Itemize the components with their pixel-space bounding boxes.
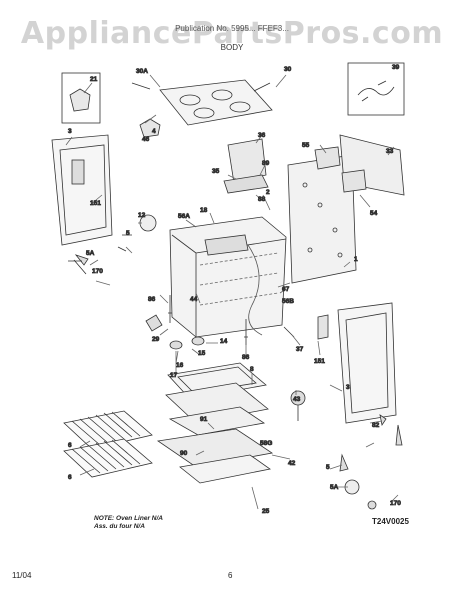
callout-91: 91 [200,416,208,423]
callout-170-top: 170 [92,268,103,275]
oven-bottom-panel [167,362,267,400]
callout-30: 30 [284,66,292,73]
wire-harness-39 [357,80,395,102]
top-support-panel [159,79,273,126]
section-title: BODY [220,43,244,52]
callout-58g: 58G [260,440,272,447]
callout-30a: 30A [136,68,148,75]
callout-90: 90 [180,450,188,457]
callout-3-bottom: 3 [346,384,350,391]
callout-43: 43 [293,396,301,403]
callout-15: 15 [198,350,206,357]
publication-date: 11/04 [12,571,32,580]
callout-1: 1 [354,256,358,263]
callout-6-bottom: 6 [68,474,72,481]
callout-151-top: 151 [90,200,101,207]
oven-liner-note: NOTE: Oven Liner N/A Ass. du four N/A [94,515,163,531]
note-line-2: Ass. du four N/A [94,523,145,530]
callout-5a-bottom: 5A [330,484,339,491]
callout-4: 4 [152,128,156,135]
callout-44: 44 [190,296,198,303]
callout-54: 54 [370,210,378,217]
callout-25: 25 [262,508,270,515]
callout-42: 42 [288,460,296,467]
callout-3-top: 3 [68,128,72,135]
callout-56b: 56B [282,298,294,305]
callout-86-right: 86 [242,354,250,361]
inset-box-21 [61,72,101,124]
callout-29: 29 [152,336,160,343]
callout-56a: 56A [178,213,190,220]
callout-151-bottom: 151 [314,358,325,365]
left-side-panel [51,134,113,246]
page-number: 6 [228,571,233,580]
diagram-code: T24V0025 [372,517,409,526]
drawer-bottom-25 [179,454,271,484]
callout-8: 8 [250,366,254,373]
callout-16: 16 [176,362,184,369]
callout-55: 55 [302,142,310,149]
callout-36: 36 [258,132,266,139]
callout-17: 17 [170,372,178,379]
callout-39: 39 [392,64,400,71]
oven-rack-lower [63,438,153,478]
inset-box-39 [347,62,405,116]
callout-21: 21 [90,76,98,83]
callout-82: 82 [372,422,380,429]
callout-14: 14 [220,338,228,345]
oven-cavity [169,216,287,338]
callout-89: 89 [262,160,270,167]
bracket-21-part [69,88,91,112]
exploded-body-diagram: 21 30A 30 39 3 4 46 36 55 33 89 35 88 15… [51,62,405,515]
callout-35: 35 [212,168,220,175]
callout-5-top: 5 [126,230,130,237]
oven-rack-upper [63,410,153,450]
callout-86-left: 86 [148,296,156,303]
callout-5a-top: 5A [86,250,95,257]
note-line-1: NOTE: Oven Liner N/A [94,515,163,522]
callout-5-bottom: 5 [326,464,330,471]
callout-6-top: 6 [68,442,72,449]
callout-33: 33 [386,148,394,155]
watermark: AppliancePartsPros.com [20,16,444,51]
publication-header: Publication No. 5995... FFEF3... [175,24,289,33]
callout-170-bottom: 170 [390,500,401,507]
oven-vent-duct [227,138,267,184]
callout-37: 37 [296,346,304,353]
callout-67: 67 [282,286,290,293]
callout-2: 2 [266,189,270,196]
callout-46: 46 [142,136,150,143]
callout-18: 18 [200,207,208,214]
bracket-46 [139,118,161,138]
leveling-leg [339,453,349,472]
part-29 [145,314,163,332]
callout-88: 88 [258,196,266,203]
callout-12: 12 [138,212,146,219]
right-side-panel [337,302,397,424]
